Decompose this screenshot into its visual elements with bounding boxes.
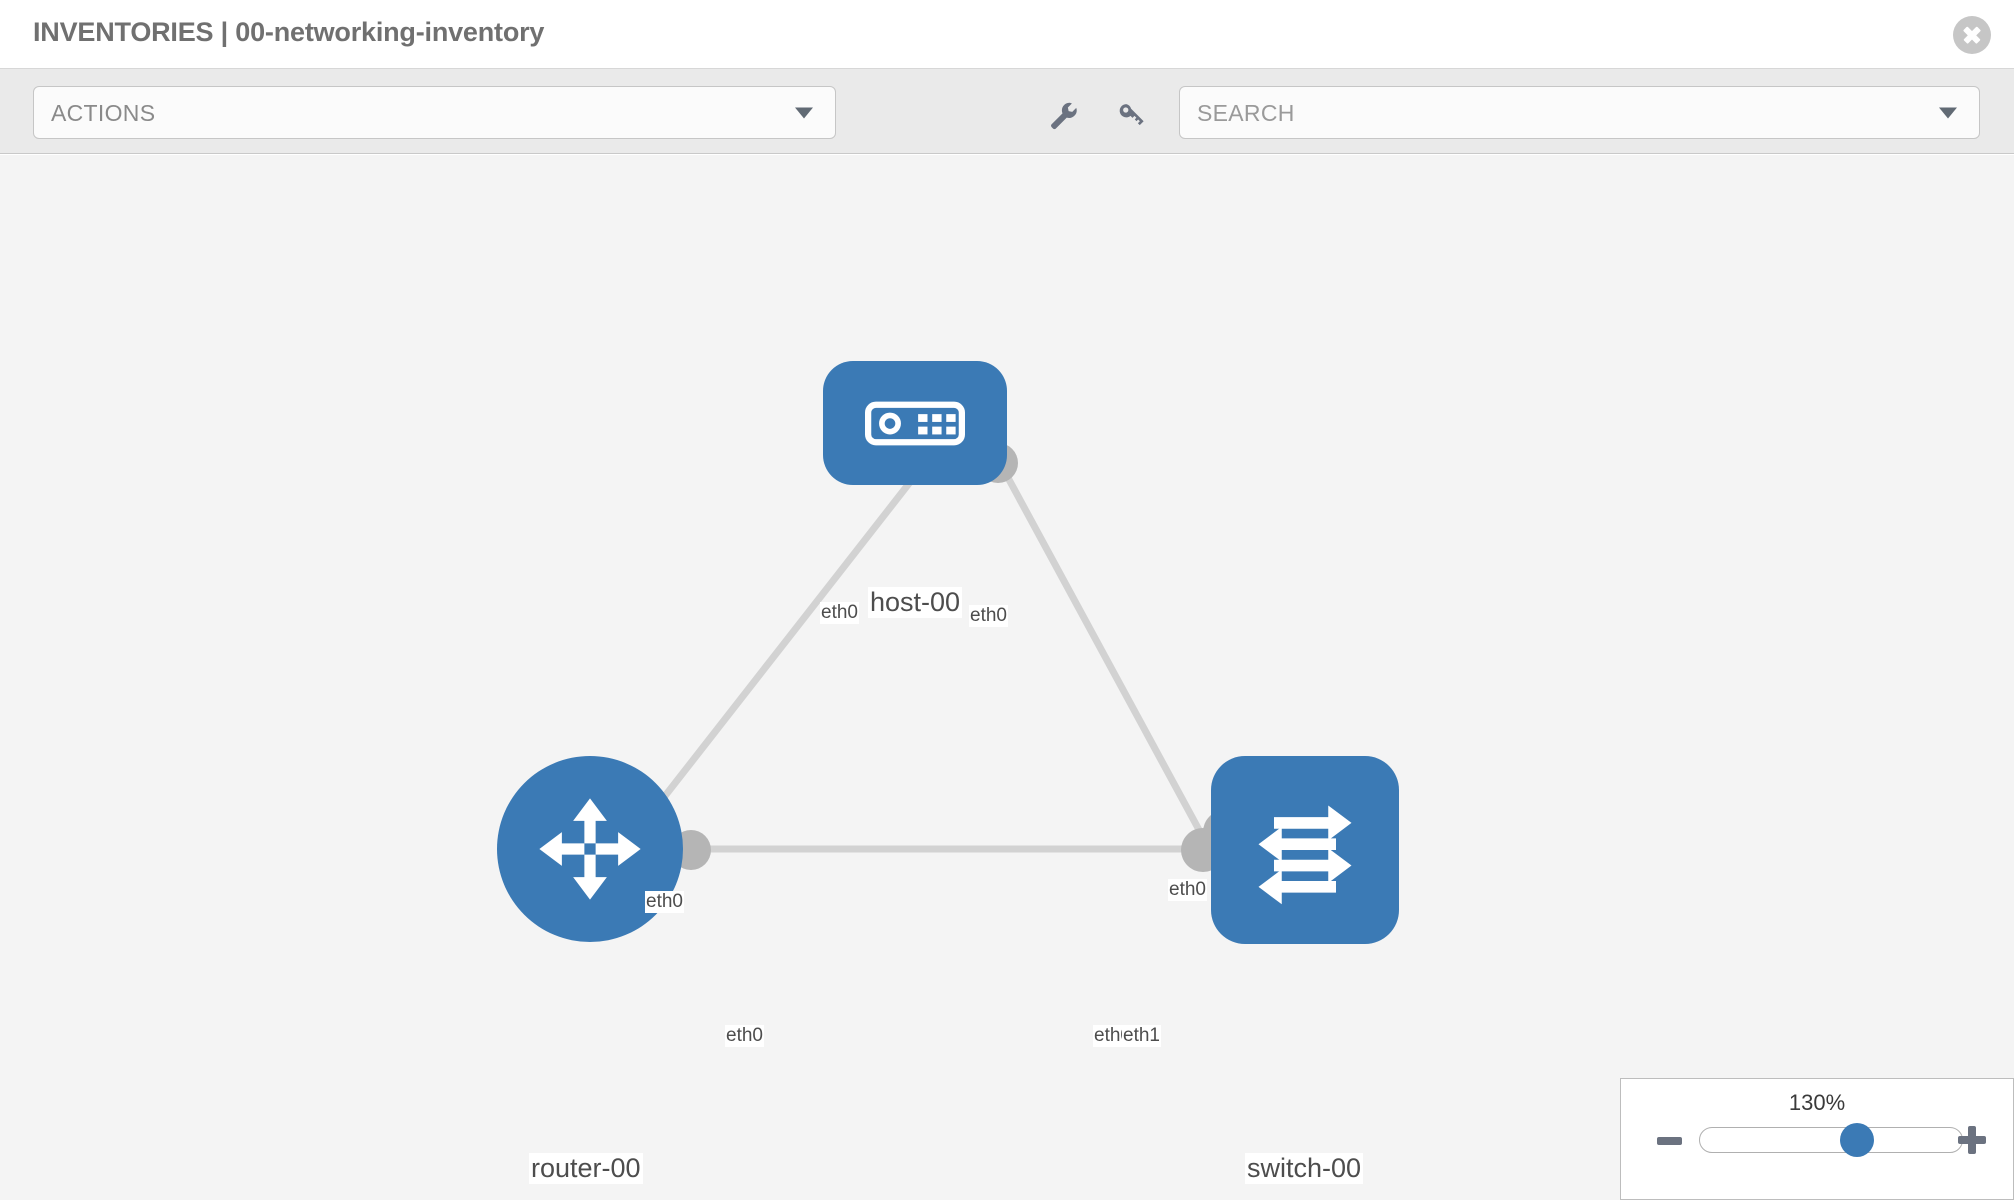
search-input[interactable]: SEARCH (1179, 86, 1980, 139)
node-switch-00-shape[interactable] (1211, 756, 1399, 944)
wrench-icon[interactable] (1046, 100, 1080, 130)
router-arrows-icon (539, 798, 641, 900)
zoom-control-panel: 130% (1620, 1078, 2014, 1200)
topology-canvas[interactable]: host-00 router-00 (0, 155, 2014, 1200)
node-router-00-label: router-00 (529, 1153, 643, 1184)
port-label-switch-uplink: eth0 (1168, 879, 1207, 901)
port-label-switch-eth1: eth1 (1122, 1025, 1161, 1047)
edge-host-switch (996, 461, 1234, 889)
zoom-in-button[interactable] (1957, 1125, 1987, 1155)
node-router-00-shape[interactable] (497, 756, 683, 942)
close-icon[interactable] (1953, 16, 1991, 54)
node-host-00-shape[interactable] (823, 361, 1007, 485)
node-switch-00-label: switch-00 (1245, 1153, 1364, 1184)
chevron-down-icon (1939, 107, 1957, 118)
port-label-router-uplink: eth0 (645, 891, 684, 913)
zoom-level-value: 130% (1788, 1090, 1846, 1115)
zoom-slider[interactable] (1699, 1123, 1963, 1157)
switch-arrows-icon (1258, 805, 1352, 905)
page-header: INVENTORIES | 00-networking-inventory (0, 0, 2014, 69)
actions-dropdown-label: ACTIONS (51, 100, 156, 126)
page-title: INVENTORIES | 00-networking-inventory (33, 17, 545, 47)
port-label-host-right: eth0 (969, 605, 1008, 627)
port-label-router-eth0: eth0 (725, 1025, 764, 1047)
zoom-slider-thumb[interactable] (1840, 1123, 1875, 1157)
node-host-00-label: host-00 (868, 587, 963, 618)
topology-edges (587, 460, 1234, 895)
zoom-out-button[interactable] (1657, 1137, 1682, 1145)
key-icon[interactable] (1114, 100, 1148, 130)
actions-dropdown[interactable]: ACTIONS (33, 86, 836, 139)
toolbar: ACTIONS SEARCH (0, 69, 2014, 154)
chevron-down-icon (795, 107, 813, 118)
search-placeholder: SEARCH (1197, 100, 1295, 126)
server-icon (865, 401, 965, 445)
port-label-host-left: eth0 (820, 602, 859, 624)
